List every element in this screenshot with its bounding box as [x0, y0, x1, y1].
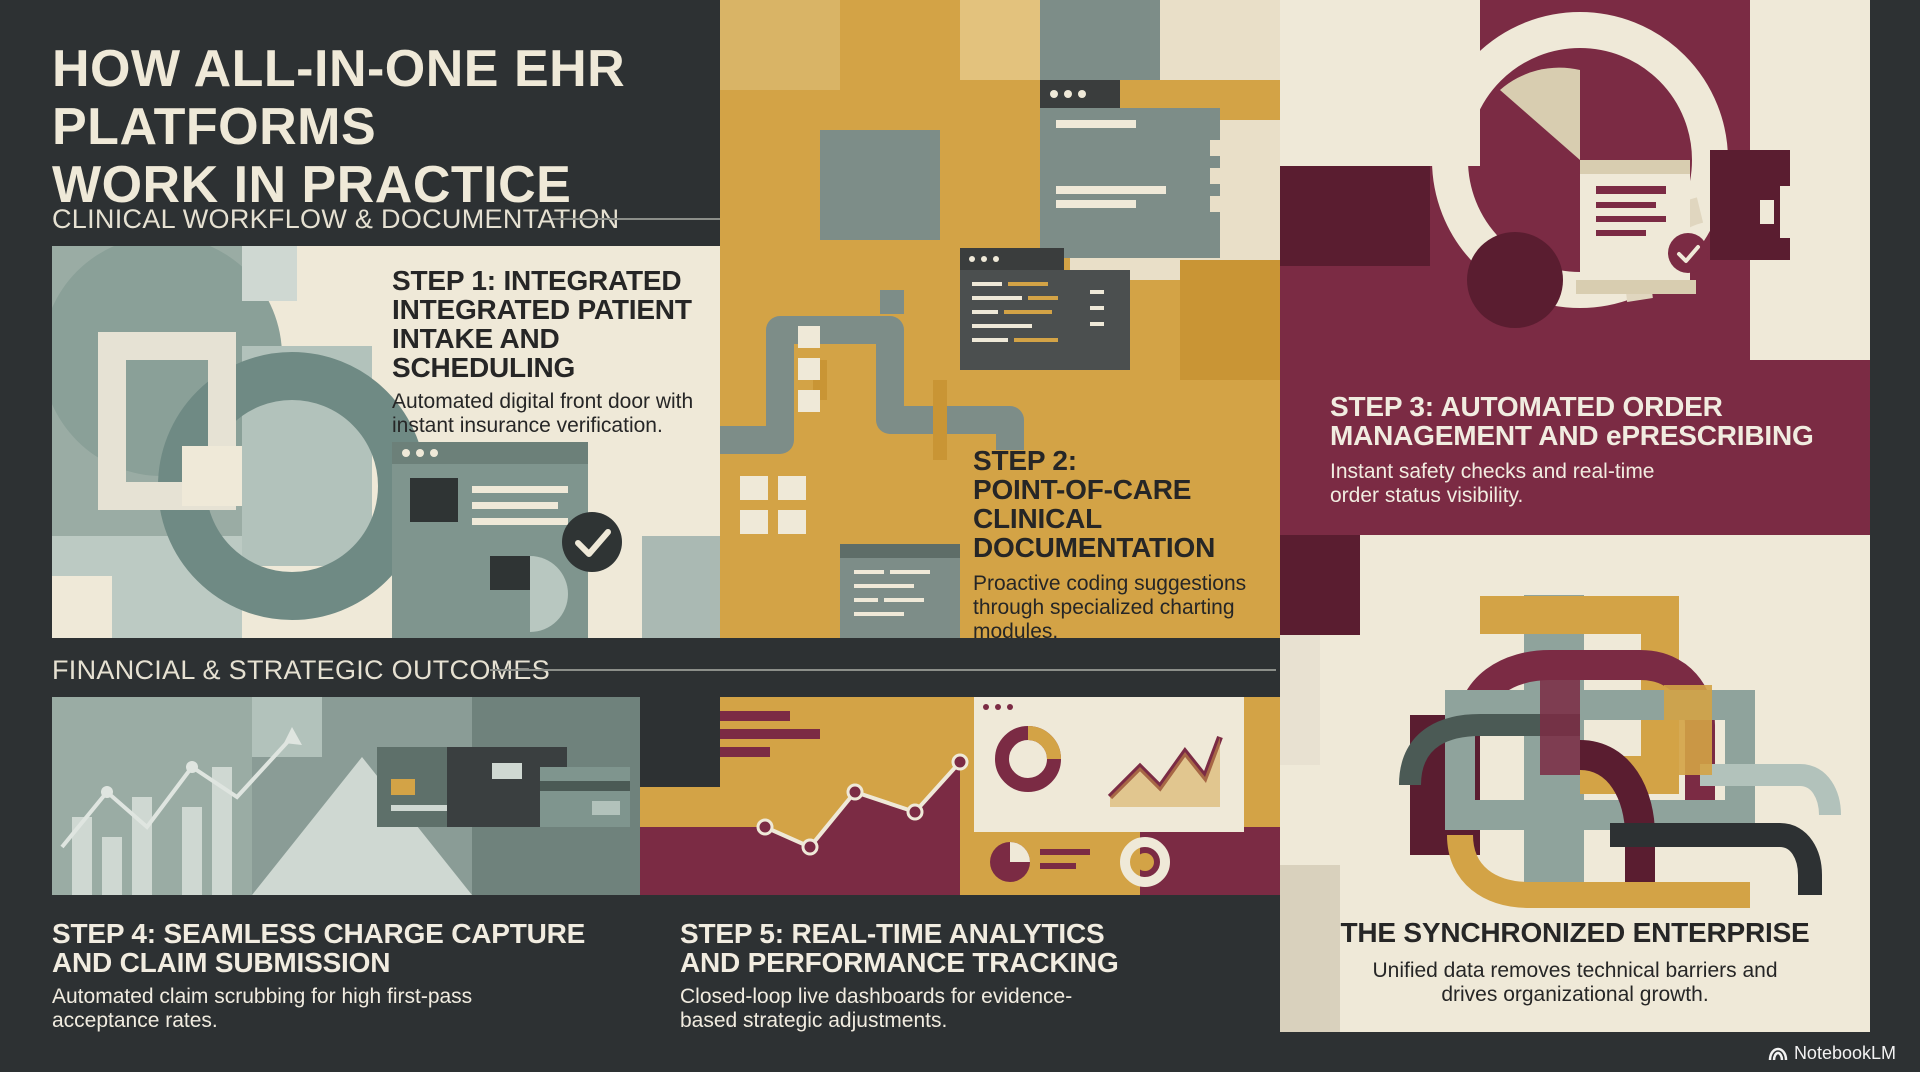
- intake-screen-icon: [392, 442, 588, 638]
- check-icon: [562, 512, 622, 572]
- dashboard-window-icon: [974, 697, 1244, 832]
- step-3-description: Instant safety checks and real-time orde…: [1330, 460, 1655, 507]
- step-5-text: STEP 5: REAL-TIME ANALYTICS AND PERFORMA…: [680, 919, 1240, 1033]
- growth-chart-icon: [60, 727, 302, 895]
- charge-capture-illustration: [52, 697, 640, 895]
- step-1-card: STEP 1: INTEGRATED INTEGRATED PATIENT IN…: [52, 246, 720, 638]
- step-1-description: Automated digital front door with instan…: [392, 390, 694, 437]
- step-2-description: Proactive coding suggestions through spe…: [973, 572, 1247, 638]
- step-4-text: STEP 4: SEAMLESS CHARGE CAPTURE AND CLAI…: [52, 919, 640, 1033]
- section-label-clinical: CLINICAL WORKFLOW & DOCUMENTATION: [52, 204, 620, 234]
- charting-window-icon: [1040, 80, 1250, 258]
- step-5-card: STEP 5: REAL-TIME ANALYTICS AND PERFORMA…: [640, 697, 1280, 1072]
- credit-card-icon: [377, 747, 630, 827]
- synchronized-enterprise-illustration: [1280, 535, 1841, 1032]
- step-5-description: Closed-loop live dashboards for evidence…: [680, 985, 1073, 1032]
- step-3-text: STEP 3: AUTOMATED ORDER MANAGEMENT AND e…: [1330, 392, 1850, 508]
- line-chart-icon: [640, 711, 969, 895]
- step-3-heading: STEP 3: AUTOMATED ORDER MANAGEMENT AND e…: [1330, 391, 1814, 451]
- step-5-heading: STEP 5: REAL-TIME ANALYTICS AND PERFORMA…: [680, 918, 1119, 978]
- order-management-illustration: [1280, 0, 1870, 360]
- step-4-heading: STEP 4: SEAMLESS CHARGE CAPTURE AND CLAI…: [52, 918, 586, 978]
- check-icon: [1668, 233, 1708, 273]
- section-label-financial: FINANCIAL & STRATEGIC OUTCOMES: [52, 655, 551, 685]
- step-1-heading: STEP 1: INTEGRATED INTEGRATED PATIENT IN…: [392, 265, 692, 383]
- enterprise-card: THE SYNCHRONIZED ENTERPRISE Unified data…: [1280, 535, 1870, 1032]
- patient-intake-illustration: [52, 246, 720, 638]
- step-2-heading: STEP 2: POINT-OF-CARE CLINICAL DOCUMENTA…: [973, 445, 1216, 563]
- notebooklm-logo-icon: [1768, 1047, 1788, 1060]
- bar-chart-icon: [1760, 186, 1814, 238]
- step-2-text: STEP 2: POINT-OF-CARE CLINICAL DOCUMENTA…: [973, 446, 1278, 638]
- brand-name: NotebookLM: [1793, 1043, 1896, 1063]
- notes-window-icon: [840, 544, 960, 638]
- page-title: HOW ALL-IN-ONE EHR PLATFORMS WORK IN PRA…: [52, 40, 952, 214]
- clinical-documentation-illustration: [720, 0, 1280, 638]
- step-4-description: Automated claim scrubbing for high first…: [52, 985, 473, 1032]
- enterprise-text: THE SYNCHRONIZED ENTERPRISE Unified data…: [1280, 918, 1870, 1007]
- analytics-illustration: [640, 697, 1280, 895]
- enterprise-description: Unified data removes technical barriers …: [1372, 959, 1778, 1006]
- title-line-1: HOW ALL-IN-ONE EHR PLATFORMS: [52, 40, 626, 156]
- section-divider: [490, 669, 1276, 671]
- notebooklm-watermark: NotebookLM: [1768, 1043, 1896, 1064]
- code-window-icon: [960, 248, 1130, 370]
- pie-chart-icon: [990, 837, 1170, 887]
- prescription-document-icon: [1576, 160, 1696, 294]
- title-line-2: WORK IN PRACTICE: [52, 156, 572, 214]
- enterprise-heading: THE SYNCHRONIZED ENTERPRISE: [1340, 917, 1810, 948]
- step-1-text: STEP 1: INTEGRATED INTEGRATED PATIENT IN…: [392, 266, 712, 438]
- step-4-card: STEP 4: SEAMLESS CHARGE CAPTURE AND CLAI…: [52, 697, 640, 1072]
- step-3-card: STEP 3: AUTOMATED ORDER MANAGEMENT AND e…: [1280, 0, 1870, 535]
- step-2-card: STEP 2: POINT-OF-CARE CLINICAL DOCUMENTA…: [720, 0, 1280, 638]
